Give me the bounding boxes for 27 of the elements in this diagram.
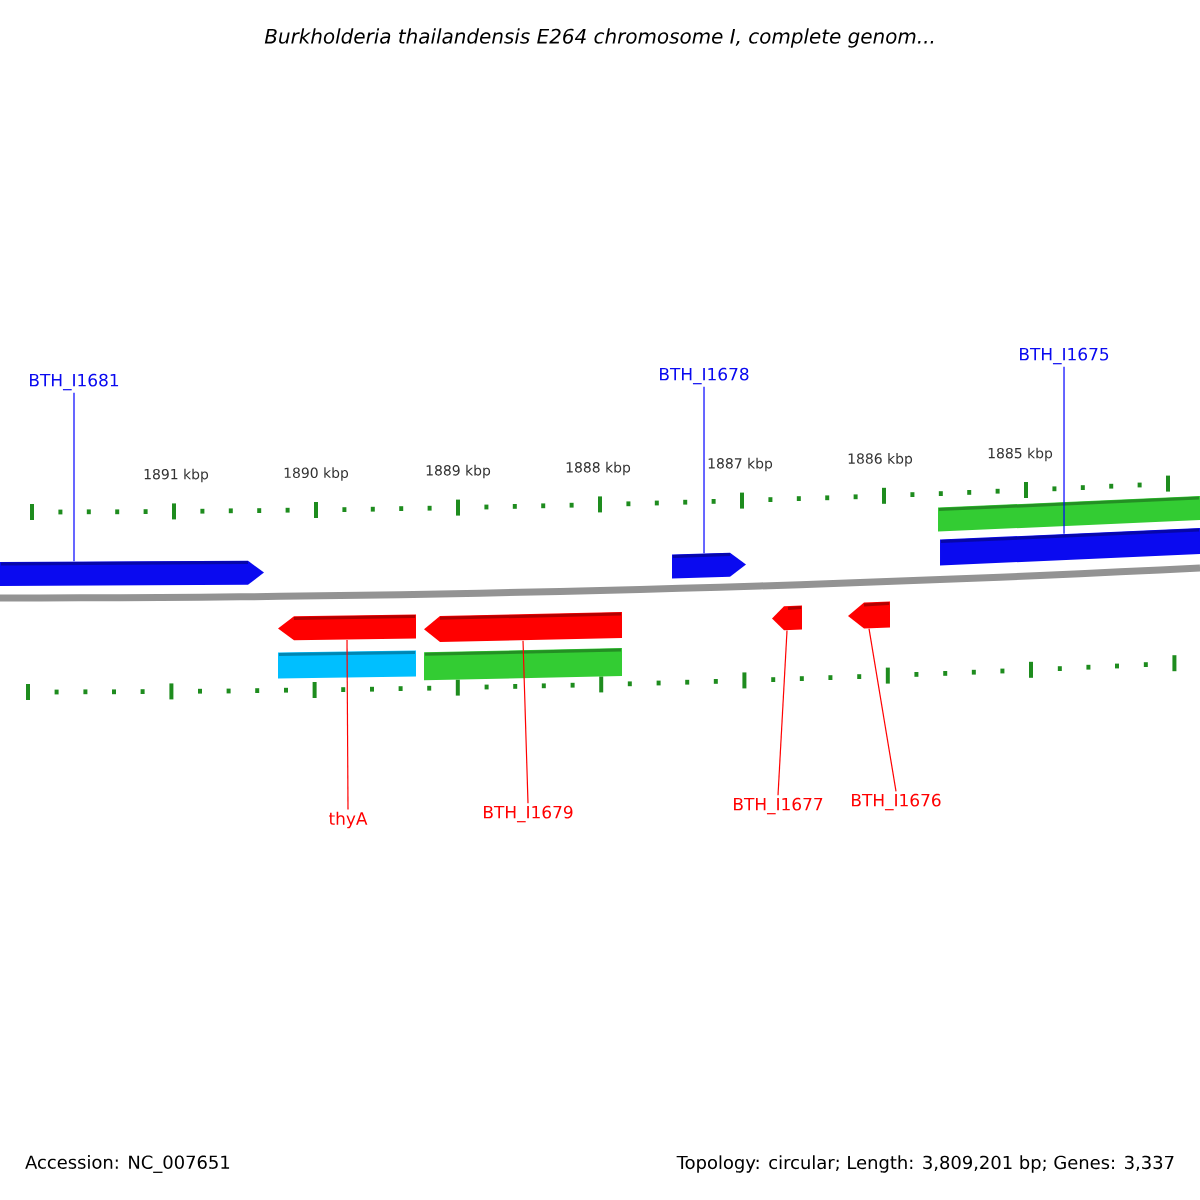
gene-label: thyA xyxy=(329,811,368,829)
gene-label: BTH_I1675 xyxy=(1020,347,1109,365)
gene-block xyxy=(278,614,416,641)
leader-line xyxy=(777,629,788,796)
leader-line xyxy=(522,640,529,804)
gene-block xyxy=(772,605,802,631)
gene-label: BTH_I1676 xyxy=(852,793,941,811)
leader-line xyxy=(703,386,705,554)
footer-text: Topology: circular; Length: 3,809,201 bp; Genes: 3,337 xyxy=(676,1155,1174,1173)
gene-label: BTH_I1679 xyxy=(484,805,573,823)
gene-block xyxy=(0,560,264,586)
gene-block xyxy=(672,552,746,579)
gene-block xyxy=(424,612,622,642)
leader-line xyxy=(868,628,897,792)
leader-line xyxy=(1063,366,1065,535)
footer-text: Accession: NC_007651 xyxy=(25,1155,230,1173)
gene-bar xyxy=(424,648,622,681)
gene-block xyxy=(848,601,890,629)
gene-label: BTH_I1677 xyxy=(734,797,823,815)
gene-label: BTH_I1681 xyxy=(30,373,119,391)
leader-line xyxy=(73,392,75,562)
gene-bar xyxy=(938,496,1200,532)
title: Burkholderia thailandensis E264 chromosome I, complete genom... xyxy=(264,28,934,48)
gene-bar xyxy=(940,528,1200,566)
gene-bar xyxy=(278,650,416,679)
gene-label: BTH_I1678 xyxy=(660,367,749,385)
leader-line xyxy=(346,639,349,810)
